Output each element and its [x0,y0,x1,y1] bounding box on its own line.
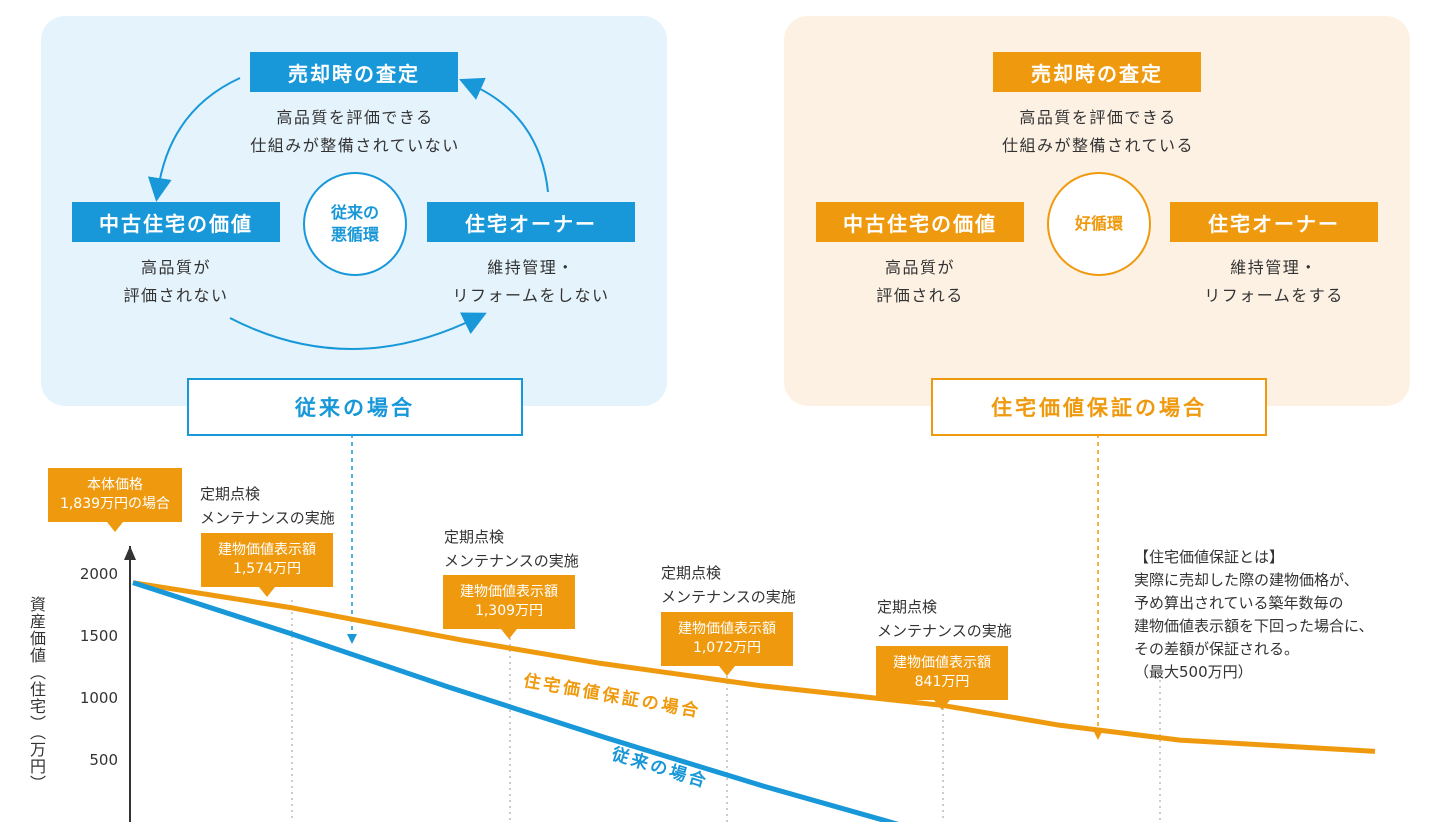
virtuous-cycle-circle: 好循環 [1047,172,1151,276]
desc-line: 評価されない [123,286,229,305]
callout-line: 1,839万円の場合 [59,496,171,512]
inspection-4-value: 建物価値表示額 841万円 [876,646,1008,710]
inspection-line: メンテナンスの実施 [661,588,796,606]
note-line: 予め算出されている築年数毎の [1134,594,1344,612]
box-sale-assessment: 売却時の査定 [250,52,458,92]
note-line: 実際に売却した際の建物価格が、 [1134,571,1359,589]
inspection-line: 定期点検 [200,485,261,503]
note-line: 建物価値表示額を下回った場合に、 [1134,617,1374,635]
desc-house-owner: 維持管理・ リフォームをしない [421,254,641,310]
series-line-conventional [132,580,900,822]
inspection-3-text: 定期点検 メンテナンスの実施 [661,561,796,609]
note-line: 【住宅価値保証とは】 [1134,548,1285,566]
note-line: その差額が保証される。 [1134,640,1300,658]
inspection-1-text: 定期点検 メンテナンスの実施 [200,482,335,530]
inspection-3-value: 建物価値表示額 1,072万円 [661,612,793,676]
value-amount: 1,574万円 [232,561,302,577]
inspection-2-text: 定期点検 メンテナンスの実施 [444,525,579,573]
desc-used-house-value-r: 高品質が 評価される [820,254,1020,310]
y-tick-1000: 1000 [79,689,118,707]
value-label: 建物価値表示額 [678,621,776,637]
arrow-top-to-left [147,77,241,202]
desc-line: 高品質を評価できる [1019,108,1177,127]
circle-line: 好循環 [1074,214,1123,233]
y-axis-label: 資産価値（住宅）（万円） [27,596,46,792]
desc-line: 維持管理・ [487,258,575,277]
y-tick-500: 500 [89,751,118,769]
inspection-line: 定期点検 [877,598,938,616]
inspection-line: 定期点検 [661,564,722,582]
vicious-cycle-circle: 従来の 悪循環 [303,172,407,276]
value-amount: 1,072万円 [692,640,762,656]
desc-line: 維持管理・ [1230,258,1318,277]
dashed-connector-blue-head [347,634,357,644]
conventional-case-label: 従来の場合 [187,378,523,436]
inspection-line: メンテナンスの実施 [200,509,335,527]
arrow-right-to-top [459,77,549,193]
desc-line: 高品質が [140,258,211,277]
desc-line: リフォームをする [1204,286,1344,305]
circle-line: 従来の [330,203,379,222]
inspection-4-text: 定期点検 メンテナンスの実施 [877,595,1012,643]
value-label: 建物価値表示額 [218,542,316,558]
desc-line: 仕組みが整備されていない [250,136,460,155]
inspection-2-value: 建物価値表示額 1,309万円 [443,575,575,639]
desc-line: 仕組みが整備されている [1001,136,1195,155]
box-used-house-value-r: 中古住宅の価値 [816,202,1024,242]
value-label: 建物価値表示額 [893,655,991,671]
note-line: （最大500万円） [1134,663,1253,681]
y-axis-arrow-head [124,546,136,560]
series-line-guarantee [132,580,1376,754]
box-house-owner-r: 住宅オーナー [1170,202,1378,242]
desc-line: 評価される [876,286,964,305]
guarantee-note: 【住宅価値保証とは】 実際に売却した際の建物価格が、 予め算出されている築年数毎… [1134,546,1374,684]
desc-line: リフォームをしない [452,286,610,305]
arrow-left-to-right [229,312,487,350]
desc-line: 高品質が [884,258,955,277]
guarantee-case-label: 住宅価値保証の場合 [931,378,1267,436]
series-lines [132,580,1376,822]
box-used-house-value: 中古住宅の価値 [72,202,280,242]
circle-line: 悪循環 [330,225,379,244]
box-house-owner: 住宅オーナー [427,202,635,242]
value-amount: 1,309万円 [474,603,544,619]
y-tick-2000: 2000 [79,565,118,583]
price-callout: 本体価格 1,839万円の場合 [48,468,182,532]
value-label: 建物価値表示額 [460,584,558,600]
value-amount: 841万円 [914,674,970,690]
inspection-line: メンテナンスの実施 [444,552,579,570]
desc-sale-assessment: 高品質を評価できる 仕組みが整備されていない [205,104,505,160]
desc-sale-assessment-r: 高品質を評価できる 仕組みが整備されている [948,104,1248,160]
desc-house-owner-r: 維持管理・ リフォームをする [1164,254,1384,310]
inspection-line: メンテナンスの実施 [877,622,1012,640]
inspection-1-value: 建物価値表示額 1,574万円 [201,533,333,597]
inspection-line: 定期点検 [444,528,505,546]
desc-line: 高品質を評価できる [276,108,434,127]
box-sale-assessment-r: 売却時の査定 [993,52,1201,92]
callout-line: 本体価格 [87,477,143,493]
desc-used-house-value: 高品質が 評価されない [76,254,276,310]
y-tick-1500: 1500 [79,627,118,645]
